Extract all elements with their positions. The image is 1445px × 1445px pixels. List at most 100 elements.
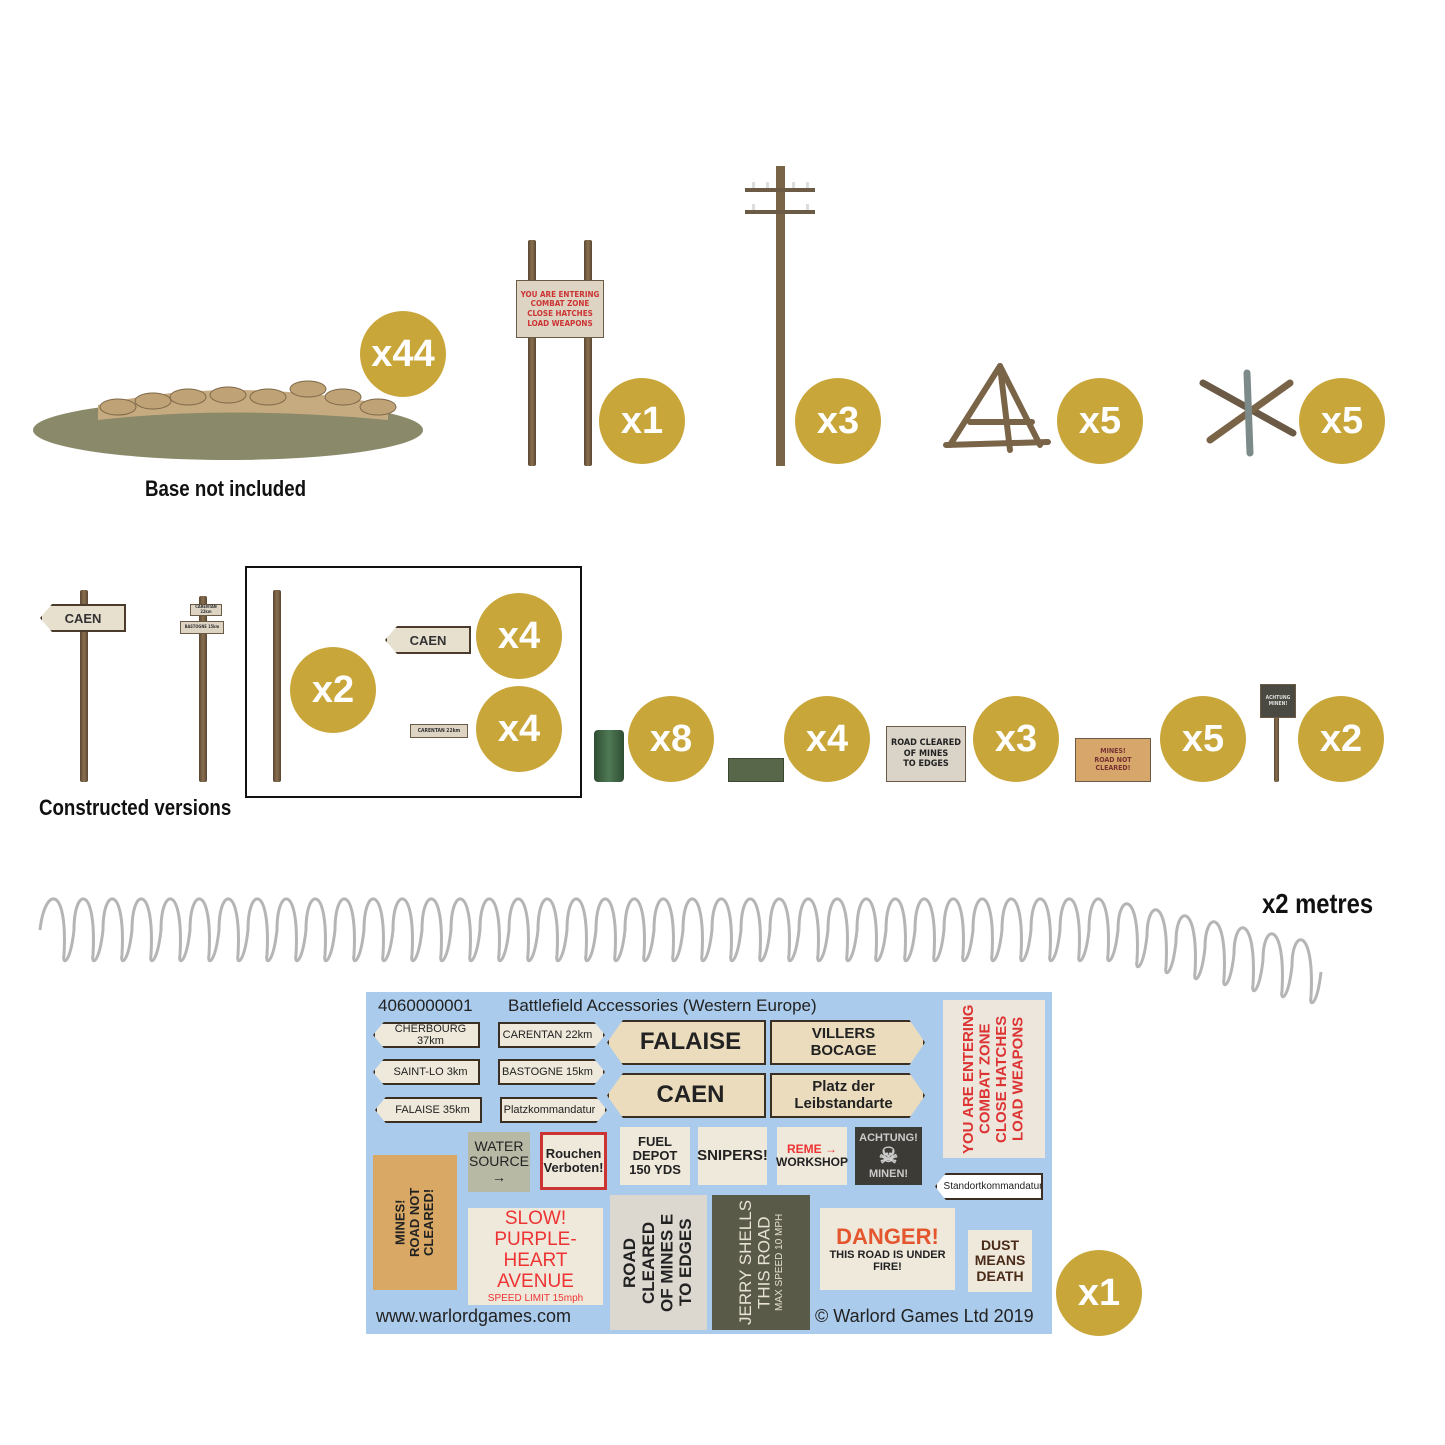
- sign-line: YOU ARE ENTERING: [520, 289, 600, 299]
- wire-length-label: x2 metres: [1262, 888, 1374, 919]
- sign-line: ROAD CLEARED: [620, 1221, 658, 1304]
- sign-line: PURPLE-HEART: [494, 1229, 577, 1271]
- sign-line: Leibstandarte: [794, 1094, 893, 1112]
- tripod-obstacle: [943, 363, 1051, 453]
- decal-snipers: SNIPERS!: [697, 1127, 768, 1185]
- decal-water-source: WATER SOURCE →: [468, 1132, 530, 1192]
- quantity-badge-tripod-obstacle: x5: [1057, 378, 1143, 464]
- sign-line: REME →: [786, 1141, 837, 1156]
- decal-website: www.warlordgames.com: [376, 1306, 572, 1326]
- barbed-wire-coil: [38, 897, 1323, 1005]
- sign-line: MINES!: [1100, 747, 1126, 756]
- sign-line: TO EDGES: [676, 1218, 696, 1307]
- sign-post-right: [584, 240, 592, 466]
- components-box: [245, 566, 582, 798]
- quantity-badge-sandbags: x44: [360, 311, 446, 397]
- sign-line: COMBAT ZONE: [976, 1023, 994, 1135]
- sign-line: MEANS: [974, 1252, 1026, 1269]
- sign-line: DANGER!: [836, 1223, 939, 1249]
- decal-caen-large: CAEN: [607, 1073, 766, 1118]
- sign-line: MAX SPEED 10 MPH: [774, 1213, 786, 1312]
- sign-line: LOAD WEAPONS: [1009, 1016, 1027, 1142]
- sign-line: TO EDGES: [903, 759, 949, 770]
- sign-line: SOURCE: [469, 1153, 529, 1170]
- arrow-icon: →: [492, 1168, 506, 1185]
- sign-line: SPEED LIMIT 15mph: [487, 1292, 584, 1304]
- decal-villers-bocage: VILLERS BOCAGE: [770, 1020, 925, 1065]
- sign-line: Verboten!: [543, 1160, 604, 1175]
- combat-zone-model-sign: YOU ARE ENTERING COMBAT ZONE CLOSE HATCH…: [516, 280, 604, 338]
- skull-icon: ☠: [878, 1142, 899, 1168]
- quantity-badge-ammo-crate: x4: [784, 696, 870, 782]
- sign-line: Platz der: [812, 1078, 875, 1095]
- sign-line: WATER: [474, 1137, 524, 1154]
- sign-line: BOCAGE: [810, 1041, 877, 1059]
- quantity-badge-combat-zone-sign: x1: [599, 378, 685, 464]
- sign-line: JERRY SHELLS: [735, 1199, 755, 1326]
- sign-line: ACHTUNG!: [859, 1131, 918, 1144]
- sign-line: MINES!: [392, 1199, 408, 1246]
- loose-post: [273, 590, 281, 782]
- sign-line: SLOW!: [504, 1208, 567, 1230]
- decal-dust-means-death: DUST MEANS DEATH: [968, 1230, 1032, 1292]
- decal-code: 4060000001: [378, 996, 473, 1015]
- quantity-badge-small-arrow-sign: x4: [476, 686, 562, 772]
- decal-achtung-minen: ACHTUNG! ☠ MINEN!: [855, 1127, 922, 1185]
- decal-falaise-large: FALAISE: [607, 1020, 766, 1065]
- base-not-included-label: Base not included: [145, 476, 307, 501]
- decal-carentan: CARENTAN 22km: [498, 1022, 605, 1048]
- achtung-post: [1274, 700, 1279, 782]
- sign-line: FUEL DEPOT: [632, 1133, 678, 1163]
- decal-standortkommandatur: Standortkommandatur: [935, 1173, 1043, 1200]
- decal-jerry-shells: JERRY SHELLS THIS ROAD MAX SPEED 10 MPH: [712, 1195, 810, 1330]
- mines-model-sign: MINES! ROAD NOT CLEARED!: [1075, 738, 1151, 782]
- sign-line: ROAD CLEARED: [890, 737, 962, 748]
- decal-rauchen-verboten: Rouchen Verboten!: [540, 1132, 607, 1190]
- telegraph-pole: [745, 166, 815, 466]
- sign-line: AVENUE: [497, 1270, 574, 1292]
- quantity-badge-road-cleared-sign: x3: [973, 696, 1059, 782]
- sign-line: ROAD NOT CLEARED!: [406, 1187, 437, 1258]
- sign-line: DUST: [980, 1236, 1020, 1253]
- sign-line: WORKSHOP: [776, 1155, 848, 1169]
- quantity-badge-decal-sheet: x1: [1056, 1250, 1142, 1336]
- decal-cherbourg: CHERBOURG 37km: [373, 1022, 480, 1048]
- loose-carentan-sign: CARENTAN 22km: [410, 724, 468, 738]
- decal-platzkommandatur: Platzkommandatur: [500, 1097, 607, 1123]
- sign-line: MINEN!: [868, 1168, 909, 1181]
- decal-road-cleared: ROAD CLEARED OF MINES E TO EDGES: [610, 1195, 707, 1330]
- quantity-badge-mines-sign: x5: [1160, 696, 1246, 782]
- decal-copyright: © Warlord Games Ltd 2019: [815, 1306, 1034, 1326]
- decal-sheet: 4060000001 Battlefield Accessories (West…: [366, 992, 1052, 1334]
- sign-post-left: [528, 240, 536, 466]
- bastogne-model-sign: BASTOGNE 15km: [180, 621, 224, 634]
- sign-line: CLOSE HATCHES: [527, 309, 593, 318]
- decal-combat-zone: YOU ARE ENTERING COMBAT ZONE CLOSE HATCH…: [943, 1000, 1045, 1158]
- sign-line: OF MINES: [903, 748, 949, 759]
- sign-line: THIS ROAD IS UNDER FIRE!: [829, 1249, 946, 1274]
- decal-slow-purple-heart: SLOW! PURPLE-HEART AVENUE SPEED LIMIT 15…: [468, 1208, 603, 1305]
- sign-line: CLOSE HATCHES: [993, 1015, 1010, 1143]
- decal-falaise-small: FALAISE 35km: [375, 1097, 482, 1123]
- constructed-versions-label: Constructed versions: [39, 795, 232, 820]
- fuel-drum: [594, 730, 624, 782]
- sandbag-emplacement: [33, 380, 423, 460]
- quantity-badge-fuel-drum: x8: [628, 696, 714, 782]
- sign-line: DEATH: [976, 1267, 1024, 1284]
- sign-line: MINEN!: [1268, 701, 1288, 707]
- quantity-badge-achtung-sign: x2: [1298, 696, 1384, 782]
- achtung-model-sign: ACHTUNG MINEN!: [1260, 684, 1296, 718]
- sign-line: OF MINES E: [657, 1213, 677, 1312]
- quantity-badge-large-arrow-sign: x4: [476, 593, 562, 679]
- quantity-badge-sign-post: x2: [290, 647, 376, 733]
- sign-line: THIS ROAD: [754, 1216, 774, 1309]
- decal-bastogne: BASTOGNE 15km: [498, 1059, 605, 1085]
- sign-line: LOAD WEAPONS: [527, 318, 593, 328]
- constructed-signpost-2: [199, 596, 207, 782]
- road-cleared-model-sign: ROAD CLEARED OF MINES TO EDGES: [886, 726, 966, 782]
- constructed-signpost-1: [80, 590, 88, 782]
- decal-saint-lo: SAINT-LO 3km: [373, 1059, 480, 1085]
- loose-caen-sign: CAEN: [385, 626, 471, 654]
- quantity-badge-czech-hedgehog: x5: [1299, 378, 1385, 464]
